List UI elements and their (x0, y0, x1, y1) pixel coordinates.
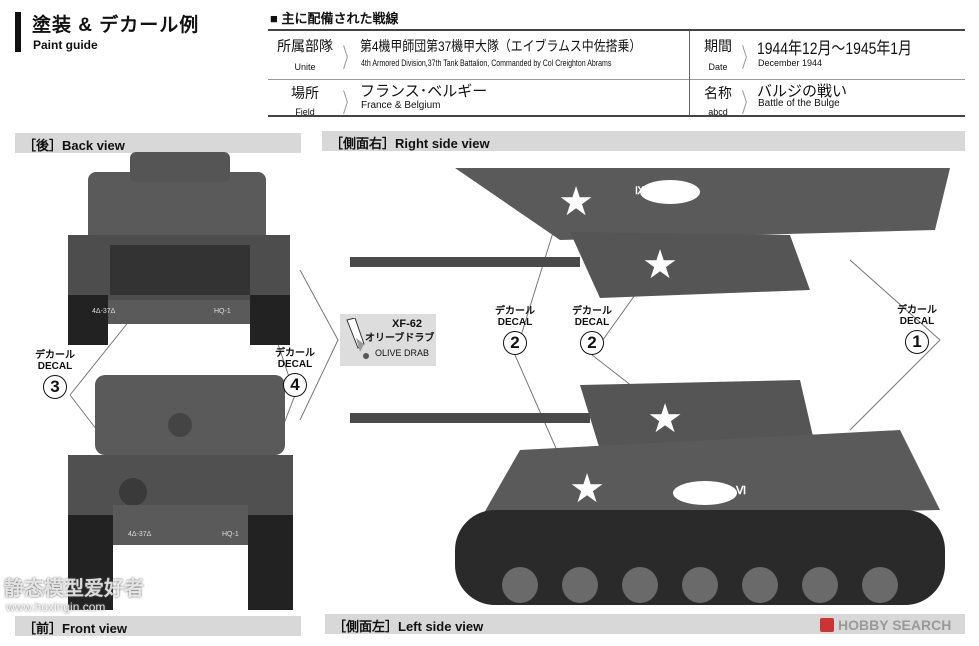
watermark-left: 静态模型爱好者 (4, 578, 144, 600)
decal-label-en: DECAL (899, 316, 935, 327)
info-date-label: 期間 Date (700, 36, 736, 72)
label-jp: 期間 (704, 38, 732, 54)
info-name-label: 名称 abcd (700, 83, 736, 117)
svg-text:★: ★ (569, 467, 605, 511)
hobby-search-logo-icon (820, 618, 834, 632)
info-field-value: フランス･ベルギー (360, 83, 488, 100)
front-hq-marking: HQ-1 (222, 531, 239, 538)
decal-number: 3 (43, 375, 67, 399)
decal-number: 4 (283, 373, 307, 397)
paint-name-en: OLIVE DRAB (374, 348, 430, 358)
svg-text:★: ★ (642, 243, 678, 287)
info-field-label: 場所 Field (280, 83, 330, 117)
info-field-value-en: France & Belgium (361, 100, 441, 111)
paint-brush-icon (346, 318, 369, 359)
section-right-side-view: ［側面右］Right side view (322, 131, 965, 151)
chevron-icon: 〉 (342, 43, 356, 73)
title-accent-bar (15, 12, 21, 52)
info-unit-label: 所属部隊 Unite (272, 36, 338, 72)
decal-label-en: DECAL (574, 317, 610, 328)
decal-label-en: DECAL (277, 359, 313, 370)
decal-number: 1 (905, 330, 929, 354)
decal-label-jp: デカール (572, 306, 612, 317)
info-date-value: 1944年12月～1945年1月 (757, 39, 912, 58)
info-top-rule (268, 29, 965, 31)
right-side-tank: ★ ★ (350, 168, 950, 298)
info-unit-value-en: 4th Armored Division,37th Tank Battalion… (361, 58, 612, 68)
info-divider (689, 31, 690, 115)
back-view-tank (68, 152, 290, 345)
section-front-view: ［前］Front view (15, 616, 301, 636)
info-name-value-en: Battle of the Bulge (758, 98, 840, 109)
front-unit-marking: 4Δ-37Δ (128, 531, 152, 538)
decal-label-jp: デカール (897, 305, 937, 316)
decal-label-jp: デカール (275, 348, 315, 359)
label-en: Unite (294, 62, 316, 72)
info-bottom-rule (268, 115, 965, 117)
page-title: 塗装 & デカール例 (32, 15, 200, 36)
label-en: Field (295, 107, 315, 117)
chevron-icon: 〉 (741, 43, 755, 73)
label-en: abcd (708, 107, 728, 117)
info-mid-rule (268, 79, 965, 80)
paint-swatch: XF-62 オリーブドラブ OLIVE DRAB (340, 314, 436, 366)
svg-text:★: ★ (647, 397, 683, 441)
decal-label-en: DECAL (37, 361, 73, 372)
decal-label-jp: デカール (495, 306, 535, 317)
info-heading: ■ 主に配備された戦線 (270, 11, 399, 26)
page-subtitle: Paint guide (33, 38, 98, 52)
decal-label-jp: デカール (35, 350, 75, 361)
chevron-icon: 〉 (342, 88, 356, 118)
decal-number: 2 (503, 331, 527, 355)
info-date-value-en: December 1944 (758, 58, 823, 68)
label-jp: 名称 (704, 85, 732, 101)
svg-text:★: ★ (558, 180, 594, 224)
watermark-left-url: www.hoxingin.com (6, 600, 106, 614)
back-unit-marking: 4Δ-37Δ (92, 308, 116, 315)
decal-label-en: DECAL (497, 317, 533, 328)
watermark-right: HOBBY SEARCH (838, 617, 952, 633)
chevron-icon: 〉 (741, 88, 755, 118)
paint-name-jp: オリーブドラブ (365, 333, 435, 344)
front-view-tank (68, 375, 293, 610)
paint-code: XF-62 (392, 318, 422, 330)
left-side-marking: Ⅵ (736, 485, 747, 497)
section-left-side-view: ［側面左］Left side view (325, 614, 965, 634)
info-unit-value: 第4機甲師団第37機甲大隊（エイブラムス中佐搭乗） (360, 38, 642, 54)
section-back-view: ［後］Back view (15, 133, 301, 153)
back-hq-marking: HQ-1 (214, 308, 231, 315)
left-side-tank: ★ ★ (350, 380, 945, 605)
label-en: Date (708, 62, 728, 72)
right-side-marking: Ⅸ (635, 186, 645, 197)
decal-number: 2 (580, 331, 604, 355)
label-jp: 所属部隊 (277, 38, 333, 54)
label-jp: 場所 (291, 85, 319, 101)
info-name-value: バルジの戦い (757, 83, 848, 100)
